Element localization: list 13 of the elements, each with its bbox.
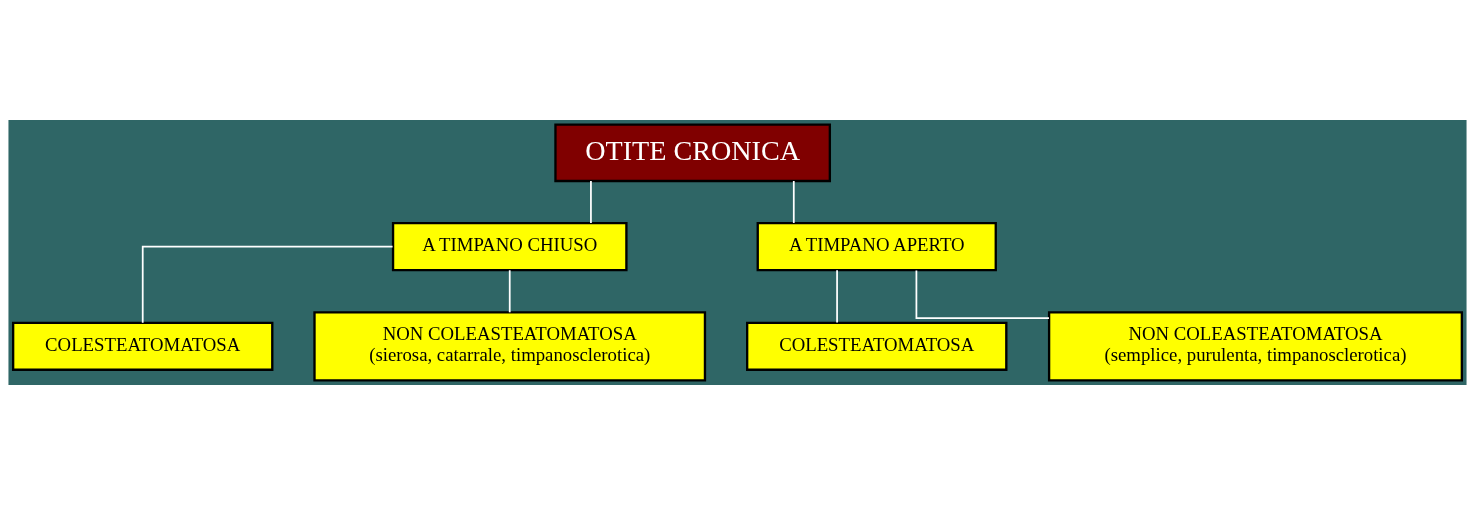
connector	[508, 269, 511, 314]
connector	[915, 269, 1050, 320]
node-box: NON COLEASTEATOMATOSA (sierosa, catarrale, timpanosclerotica)	[313, 311, 707, 382]
connector	[792, 180, 795, 224]
connector	[836, 269, 838, 324]
connector	[590, 180, 592, 224]
node-box: COLESTEATOMATOSA	[746, 321, 1008, 371]
connector	[141, 245, 394, 324]
node-box: OTITE CRONICA	[554, 123, 831, 183]
node-box: A TIMPANO CHIUSO	[391, 222, 628, 272]
node-box: COLESTEATOMATOSA	[11, 321, 274, 371]
node-box: A TIMPANO APERTO	[756, 222, 997, 272]
node-box: NON COLEASTEATOMATOSA (semplice, purulenta, timpanosclerotica)	[1047, 311, 1464, 382]
